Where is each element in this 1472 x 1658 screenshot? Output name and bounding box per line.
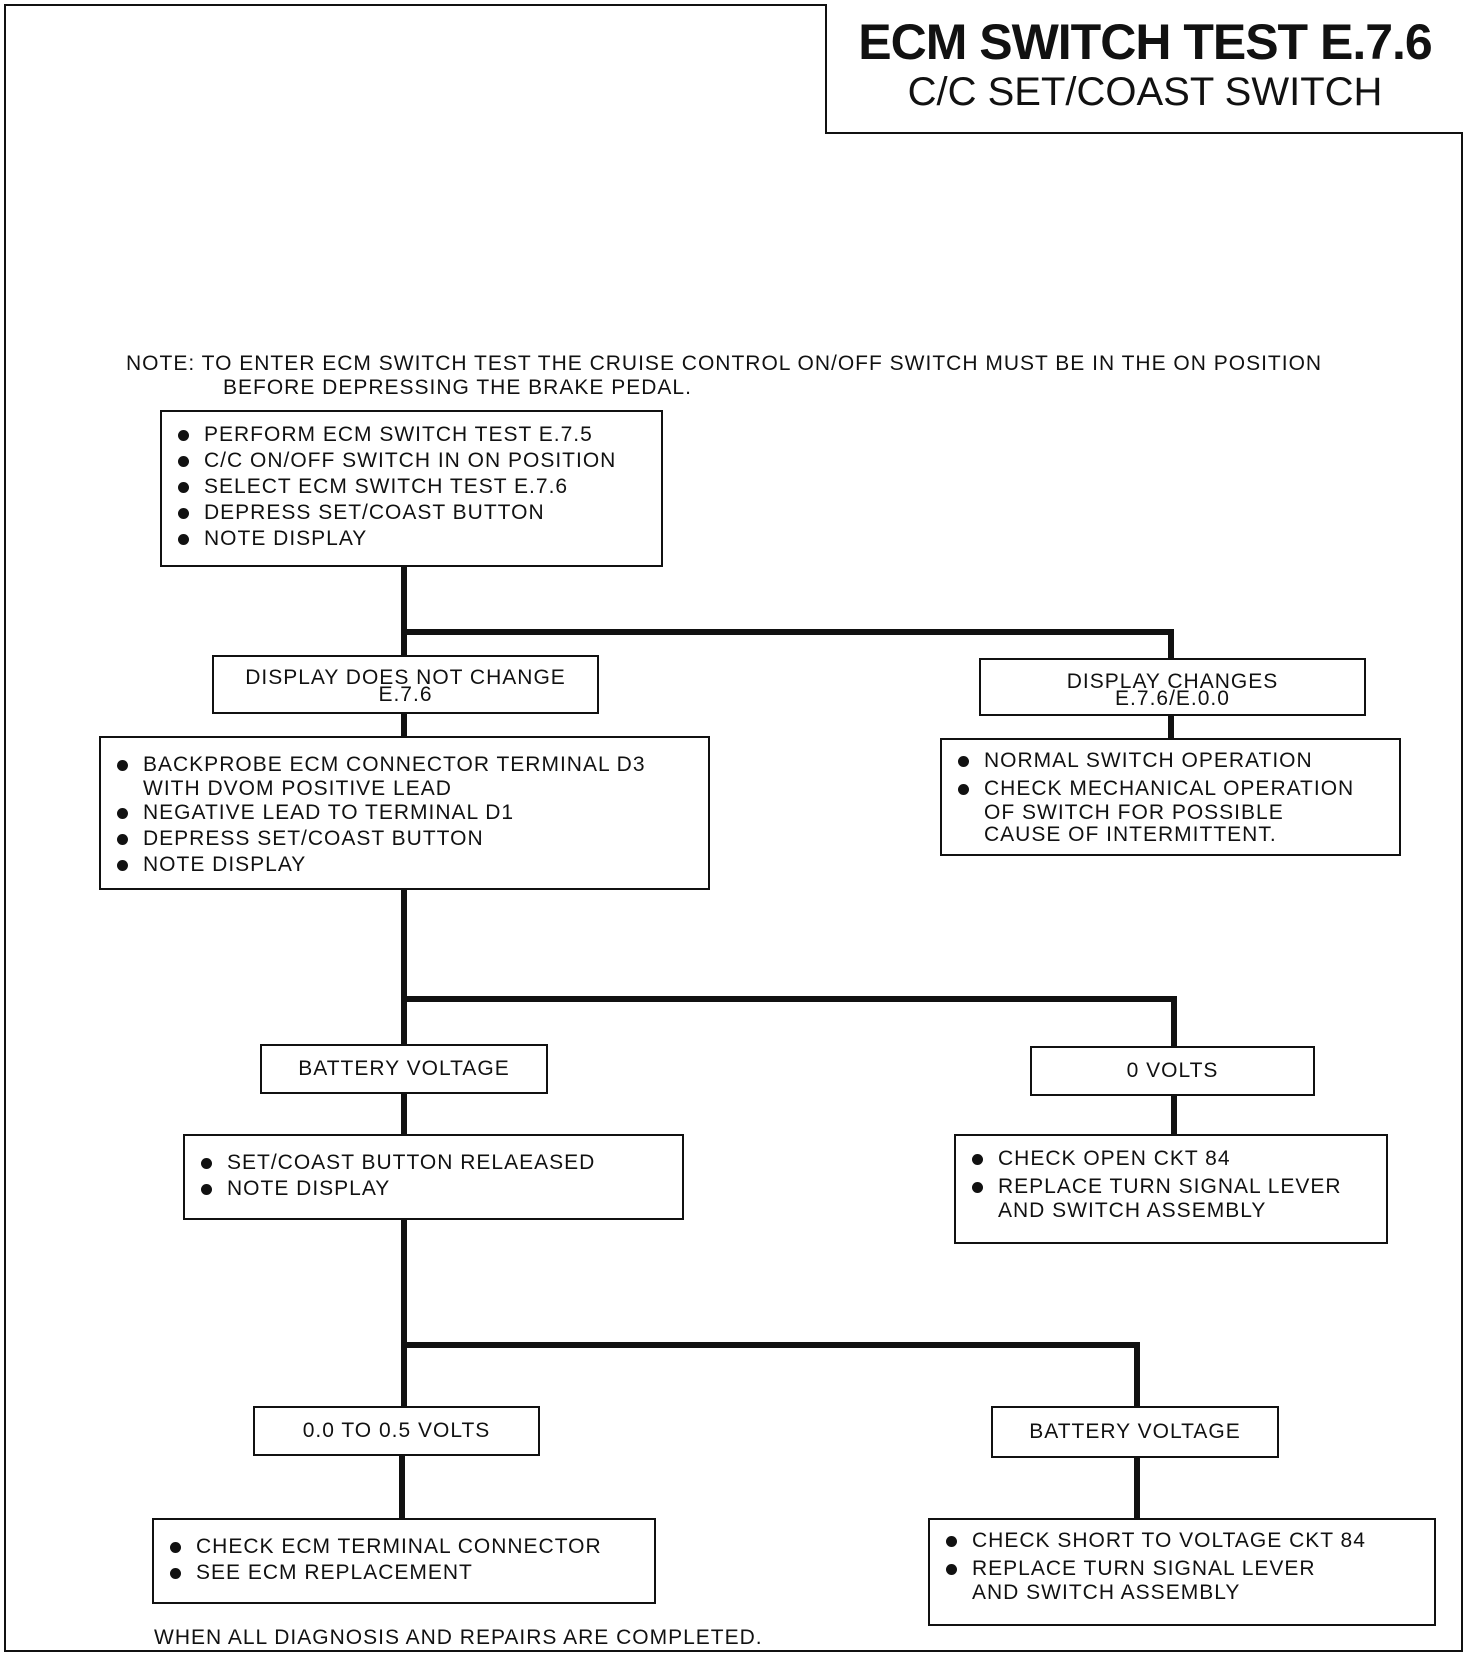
step-item: NEGATIVE LEAD TO TERMINAL D1: [113, 800, 696, 826]
note-line-2: BEFORE DEPRESSING THE BRAKE PEDAL.: [223, 376, 692, 399]
step-item: CHECK MECHANICAL OPERATION OF SWITCH FOR…: [954, 776, 1387, 846]
label-text: BATTERY VOLTAGE: [298, 1057, 510, 1080]
connector: [401, 565, 407, 655]
step-item: PERFORM ECM SWITCH TEST E.7.5: [174, 422, 649, 448]
result-label-0-to-0-5-volts: 0.0 TO 0.5 VOLTS: [253, 1406, 540, 1456]
footer-note: WHEN ALL DIAGNOSIS AND REPAIRS ARE COMPL…: [154, 1626, 763, 1649]
start-steps-box: PERFORM ECM SWITCH TEST E.7.5 C/C ON/OFF…: [160, 410, 663, 567]
step-text: CHECK SHORT TO VOLTAGE CKT 84: [972, 1529, 1366, 1552]
step-text-cont: CAUSE OF INTERMITTENT.: [984, 823, 1277, 846]
step-text: NORMAL SWITCH OPERATION: [984, 749, 1313, 772]
step-item: NOTE DISPLAY: [197, 1176, 670, 1202]
page-title: ECM SWITCH TEST E.7.6: [858, 14, 1433, 70]
label-text: 0.0 TO 0.5 VOLTS: [302, 1419, 491, 1442]
result-label-display-changes: DISPLAY CHANGES E.7.6/E.0.0: [979, 658, 1366, 716]
step-text: NEGATIVE LEAD TO TERMINAL D1: [143, 801, 515, 824]
connector: [401, 629, 1174, 635]
step-text: NOTE DISPLAY: [227, 1177, 391, 1200]
connector: [1134, 1456, 1140, 1520]
step-text: CHECK MECHANICAL OPERATION: [984, 777, 1355, 800]
result-label-display-no-change: DISPLAY DOES NOT CHANGE E.7.6: [212, 655, 599, 714]
open-circuit-box: CHECK OPEN CKT 84 REPLACE TURN SIGNAL LE…: [954, 1134, 1388, 1244]
step-text: BACKPROBE ECM CONNECTOR TERMINAL D3: [143, 753, 646, 776]
step-text: CHECK ECM TERMINAL CONNECTOR: [196, 1535, 602, 1558]
step-text: REPLACE TURN SIGNAL LEVER: [998, 1175, 1342, 1198]
connector: [1168, 629, 1174, 659]
label-text: BATTERY VOLTAGE: [1029, 1420, 1241, 1443]
step-item: C/C ON/OFF SWITCH IN ON POSITION: [174, 448, 649, 474]
step-item: CHECK OPEN CKT 84: [968, 1146, 1374, 1172]
step-item: REPLACE TURN SIGNAL LEVER AND SWITCH ASS…: [942, 1556, 1422, 1604]
step-item: REPLACE TURN SIGNAL LEVER AND SWITCH ASS…: [968, 1174, 1374, 1222]
step-item: BACKPROBE ECM CONNECTOR TERMINAL D3 WITH…: [113, 752, 696, 800]
label-line-2: E.7.6: [378, 683, 433, 706]
label-line-1: DISPLAY DOES NOT CHANGE: [245, 666, 566, 689]
step-item: SELECT ECM SWITCH TEST E.7.6: [174, 474, 649, 500]
ecm-connector-box: CHECK ECM TERMINAL CONNECTOR SEE ECM REP…: [152, 1518, 656, 1604]
step-text: DEPRESS SET/COAST BUTTON: [143, 827, 484, 850]
connector: [1171, 996, 1177, 1046]
step-text-cont: WITH DVOM POSITIVE LEAD: [143, 777, 452, 800]
note: NOTE: TO ENTER ECM SWITCH TEST THE CRUIS…: [126, 352, 1322, 400]
connector: [401, 996, 1177, 1002]
result-label-0-volts: 0 VOLTS: [1030, 1046, 1315, 1096]
label-text: 0 VOLTS: [1126, 1059, 1219, 1082]
connector: [401, 712, 407, 738]
connector: [401, 1092, 407, 1136]
note-line-1: NOTE: TO ENTER ECM SWITCH TEST THE CRUIS…: [126, 352, 1323, 375]
page-subtitle: C/C SET/COAST SWITCH: [907, 70, 1383, 114]
step-item: NORMAL SWITCH OPERATION: [954, 748, 1387, 774]
connector: [1134, 1342, 1140, 1408]
backprobe-steps-box: BACKPROBE ECM CONNECTOR TERMINAL D3 WITH…: [99, 736, 710, 890]
step-item: SEE ECM REPLACEMENT: [166, 1560, 642, 1586]
released-steps-box: SET/COAST BUTTON RELAEASED NOTE DISPLAY: [183, 1134, 684, 1220]
step-item: NOTE DISPLAY: [174, 526, 649, 552]
step-text: SEE ECM REPLACEMENT: [196, 1561, 473, 1584]
connector: [1168, 714, 1174, 740]
label-line-1: DISPLAY CHANGES: [1066, 670, 1279, 693]
short-to-voltage-box: CHECK SHORT TO VOLTAGE CKT 84 REPLACE TU…: [928, 1518, 1436, 1626]
step-item: DEPRESS SET/COAST BUTTON: [174, 500, 649, 526]
connector: [401, 888, 407, 1046]
page-frame: [4, 4, 1463, 1652]
result-label-battery-voltage-2: BATTERY VOLTAGE: [991, 1406, 1279, 1458]
connector: [401, 1218, 407, 1408]
step-text: CHECK OPEN CKT 84: [998, 1147, 1231, 1170]
step-text-cont: AND SWITCH ASSEMBLY: [998, 1199, 1267, 1222]
normal-operation-box: NORMAL SWITCH OPERATION CHECK MECHANICAL…: [940, 738, 1401, 856]
connector: [401, 1342, 1140, 1348]
step-item: SET/COAST BUTTON RELAEASED: [197, 1150, 670, 1176]
step-item: DEPRESS SET/COAST BUTTON: [113, 826, 696, 852]
step-text: REPLACE TURN SIGNAL LEVER: [972, 1557, 1316, 1580]
result-label-battery-voltage: BATTERY VOLTAGE: [260, 1044, 548, 1094]
connector: [399, 1454, 405, 1520]
step-text: NOTE DISPLAY: [143, 853, 307, 876]
title-block: ECM SWITCH TEST E.7.6 C/C SET/COAST SWIT…: [825, 4, 1463, 134]
step-text-cont: AND SWITCH ASSEMBLY: [972, 1581, 1241, 1604]
connector: [1171, 1094, 1177, 1136]
step-text-cont: OF SWITCH FOR POSSIBLE: [984, 801, 1284, 824]
step-text: SET/COAST BUTTON RELAEASED: [227, 1151, 596, 1174]
step-item: NOTE DISPLAY: [113, 852, 696, 878]
step-item: CHECK SHORT TO VOLTAGE CKT 84: [942, 1528, 1422, 1554]
label-line-2: E.7.6/E.0.0: [1115, 687, 1230, 710]
step-item: CHECK ECM TERMINAL CONNECTOR: [166, 1534, 642, 1560]
